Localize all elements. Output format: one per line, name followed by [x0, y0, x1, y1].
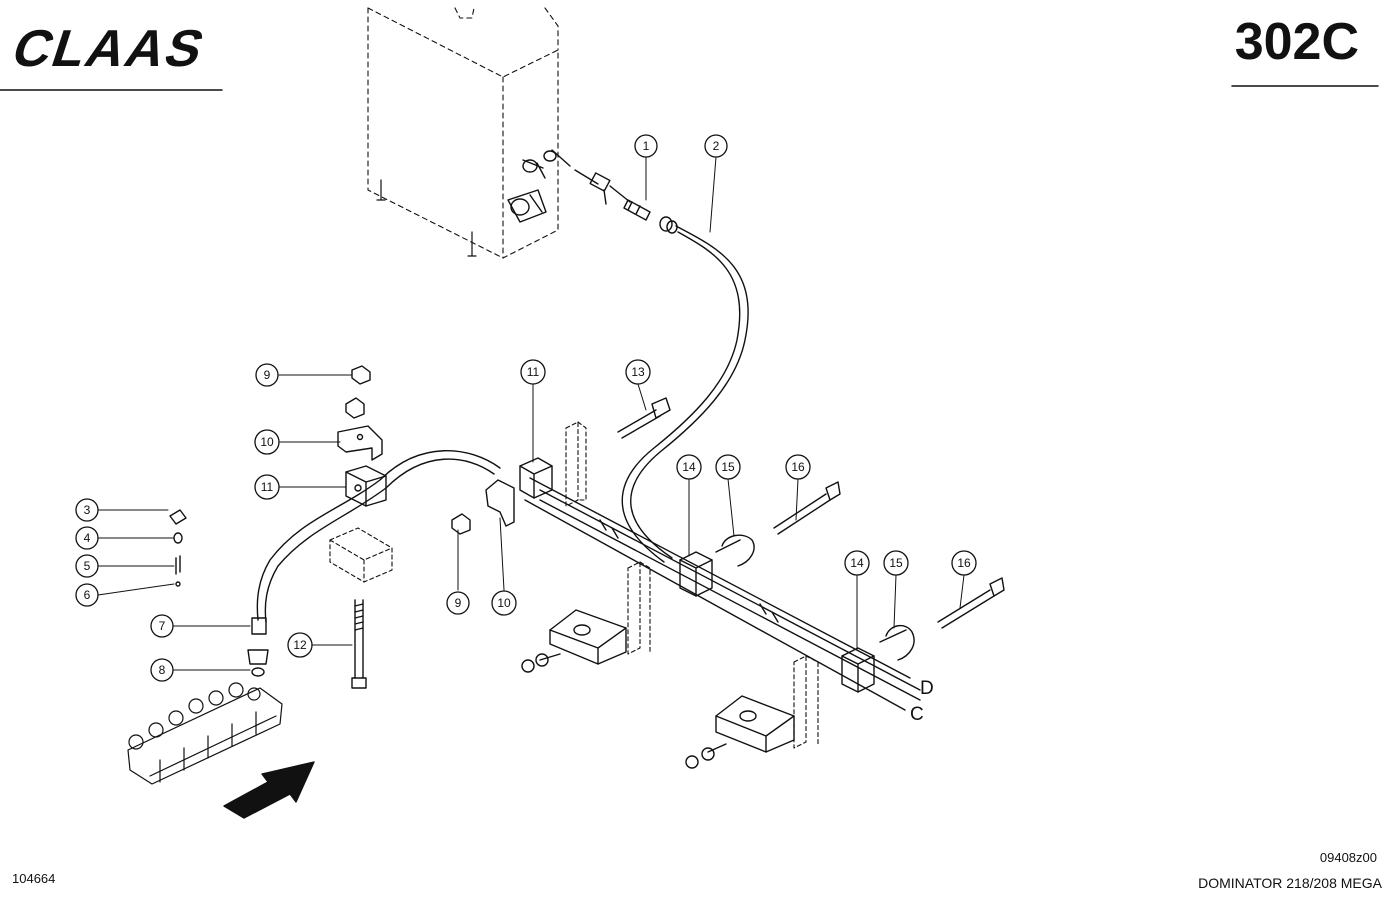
callout-16-second: 16: [951, 550, 977, 576]
hose-2: [621, 225, 749, 563]
page-code: 302C: [1234, 13, 1359, 71]
svg-text:8: 8: [159, 663, 166, 677]
clamp-14-second: [841, 647, 875, 693]
svg-text:16: 16: [791, 460, 805, 474]
svg-text:10: 10: [260, 435, 274, 449]
document-number: 104664: [12, 871, 56, 886]
line-label-c: C: [910, 704, 924, 725]
strap-15-second: [879, 625, 915, 661]
svg-text:2: 2: [713, 139, 720, 153]
svg-text:6: 6: [84, 588, 91, 602]
svg-text:5: 5: [84, 559, 91, 573]
callout-10-left: 10: [254, 429, 280, 455]
nut-9-left: [345, 365, 371, 419]
callout-15-first: 15: [715, 454, 741, 480]
valve-block-lower: [685, 695, 795, 769]
hydraulic-tank: [367, 7, 559, 259]
callout-5: 5: [75, 554, 99, 578]
clamp-11-left: [345, 465, 387, 507]
svg-text:9: 9: [455, 596, 462, 610]
control-valve-bank: [127, 682, 283, 785]
callout-11-left: 11: [254, 474, 280, 500]
callout-2: 2: [704, 134, 728, 158]
drawing-number: 09408z00: [1319, 850, 1377, 865]
callout-14-second: 14: [844, 550, 870, 576]
svg-text:15: 15: [889, 556, 903, 570]
svg-text:15: 15: [721, 460, 735, 474]
callout-16-first: 16: [785, 454, 811, 480]
bracket-middle: [627, 561, 651, 655]
svg-text:CLAAS: CLAAS: [5, 20, 213, 78]
bolt-16-first: [773, 481, 841, 535]
bracket-lower: [793, 655, 819, 749]
svg-text:11: 11: [261, 480, 274, 494]
svg-text:16: 16: [957, 556, 971, 570]
callout-9-center: 9: [446, 591, 470, 615]
line-label-d: D: [920, 678, 934, 699]
callout-6: 6: [75, 583, 99, 607]
svg-text:1: 1: [643, 139, 650, 153]
svg-text:4: 4: [84, 531, 91, 545]
clamp-11-right: [519, 457, 553, 499]
leader-lines: [97, 156, 965, 671]
bolt-13: [617, 397, 671, 439]
svg-text:13: 13: [631, 365, 645, 379]
callout-8: 8: [150, 658, 174, 682]
claas-logo: CLAAS: [5, 20, 213, 78]
svg-text:12: 12: [293, 638, 307, 652]
svg-text:11: 11: [527, 365, 540, 379]
clamp-14-first: [679, 551, 713, 597]
plate-10-center: [485, 479, 515, 527]
part-2-hose-end: [659, 216, 678, 234]
bracket-center: [565, 421, 587, 507]
svg-text:3: 3: [84, 503, 91, 517]
plate-10-left: [337, 425, 383, 461]
bolt-12: [351, 599, 367, 689]
svg-text:10: 10: [497, 596, 511, 610]
nut-9-center: [451, 513, 471, 535]
callout-13: 13: [625, 359, 651, 385]
callout-4: 4: [75, 526, 99, 550]
model-name: DOMINATOR 218/208 MEGA: [1198, 875, 1382, 891]
hose-left: [256, 450, 501, 623]
callouts: 1 2 3 4 5 6 7 8 9 10 11 12 13 11 9 10 14…: [75, 134, 977, 682]
svg-text:14: 14: [850, 556, 864, 570]
svg-text:7: 7: [159, 619, 166, 633]
callout-1: 1: [634, 134, 658, 158]
part-1-adapter: [623, 199, 651, 221]
callout-15-second: 15: [883, 550, 909, 576]
callout-10-center: 10: [491, 590, 517, 616]
lower-clamp-left: [329, 527, 393, 583]
tank-fittings: [507, 149, 631, 223]
direction-arrow: [223, 761, 315, 819]
pipe-run: [524, 477, 921, 711]
strap-15-first: [715, 534, 755, 567]
callout-7: 7: [150, 614, 174, 638]
parts-3-to-6: [169, 509, 187, 587]
callout-3: 3: [75, 498, 99, 522]
svg-text:14: 14: [682, 460, 696, 474]
bolt-16-second: [937, 577, 1005, 629]
callout-9-left: 9: [255, 363, 279, 387]
callout-14-first: 14: [676, 454, 702, 480]
callout-12: 12: [287, 632, 313, 658]
callout-11-right: 11: [520, 359, 546, 385]
parts-7-8: [247, 617, 269, 677]
valve-block-middle: [521, 609, 627, 673]
svg-text:9: 9: [264, 368, 271, 382]
